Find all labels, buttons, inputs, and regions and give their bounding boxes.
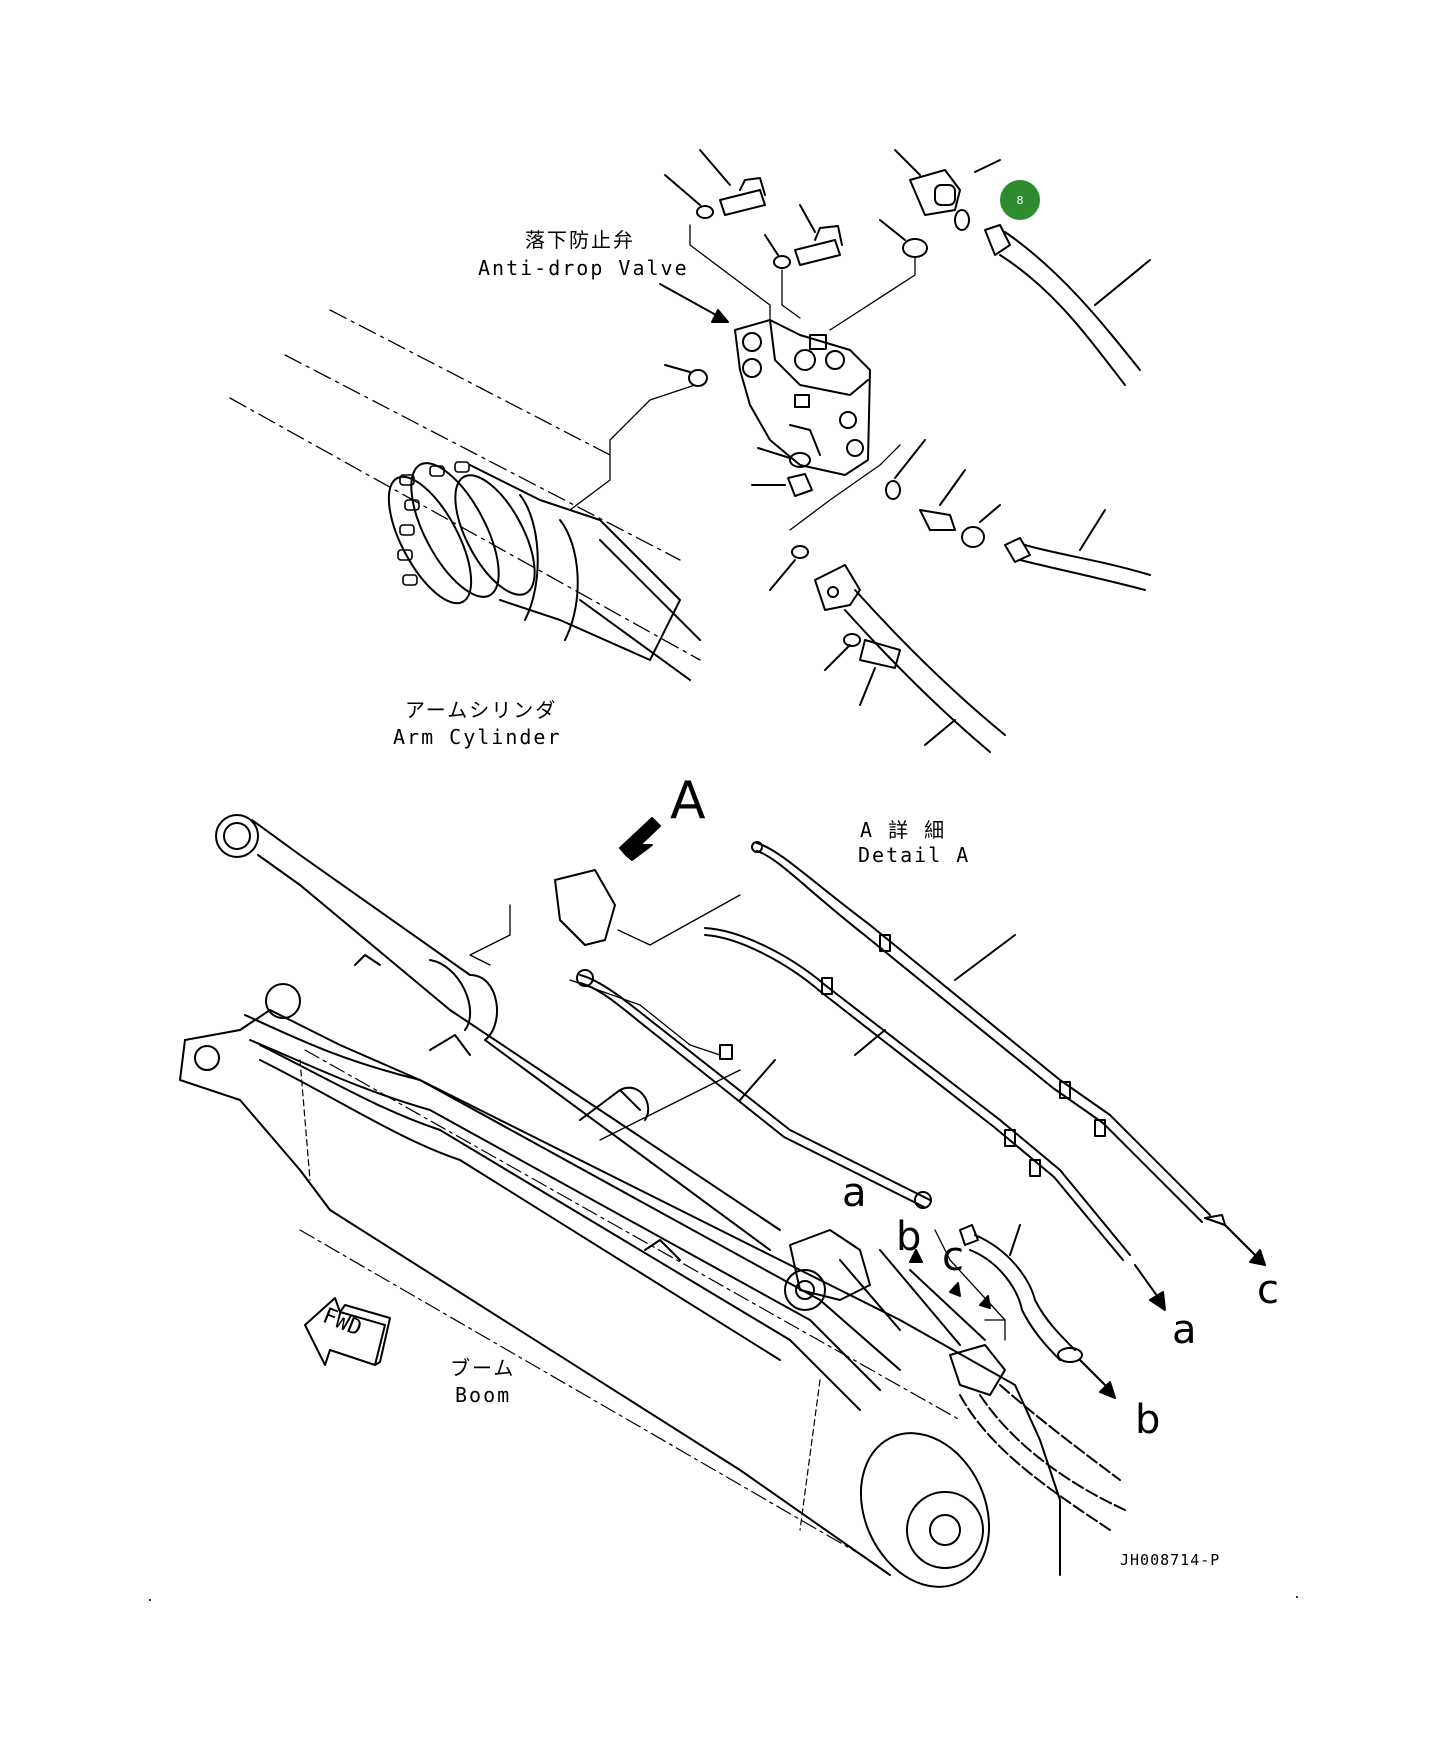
view-a-marker: A — [670, 771, 706, 831]
anti-drop-valve-label-en: Anti-drop Valve — [478, 256, 689, 280]
anti-drop-valve-label-jp: 落下防止弁 — [525, 228, 635, 252]
connection-letter-a-out: a — [1172, 1307, 1197, 1353]
connection-letter-a-top: a — [842, 1170, 867, 1216]
connection-letter-b-top: b — [896, 1214, 922, 1260]
part-callout-number: 8 — [1016, 193, 1024, 207]
connection-letter-c-out: c — [1257, 1267, 1279, 1313]
anti-drop-valve-drawing — [570, 150, 1150, 752]
detail-a-label-jp: A 詳 細 — [860, 818, 947, 842]
drawing-number: JH008714-P — [1120, 1551, 1221, 1569]
arm-cylinder-label-en: Arm Cylinder — [393, 725, 562, 749]
boom-assembly-drawing — [180, 815, 1265, 1608]
arm-cylinder-label-jp: アームシリンダ — [405, 698, 558, 722]
connection-letter-b-out: b — [1135, 1397, 1161, 1443]
part-callout-8[interactable]: 8 — [1000, 180, 1040, 220]
boom-label-jp: ブーム — [450, 1356, 516, 1380]
connection-letter-c-top: c — [942, 1234, 964, 1280]
detail-a-label-en: Detail A — [858, 843, 971, 867]
boom-label-en: Boom — [455, 1383, 512, 1407]
arm-cylinder-drawing — [230, 310, 700, 680]
